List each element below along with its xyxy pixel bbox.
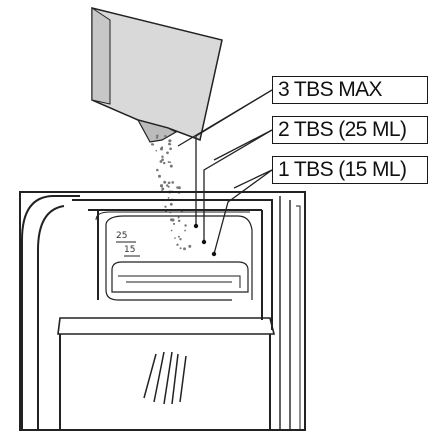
granule	[167, 181, 171, 185]
granule	[167, 161, 170, 163]
leader-25-alt	[213, 129, 273, 161]
label-1-tbs-15ml: 1 TBS (15 ML)	[272, 156, 428, 184]
leader-max	[195, 89, 273, 226]
granule	[176, 243, 179, 246]
granule	[155, 149, 158, 152]
granule	[160, 146, 164, 149]
leader-points	[193, 223, 217, 257]
scoop-icon	[91, 7, 223, 143]
granule	[169, 161, 172, 164]
granule	[188, 244, 192, 248]
granule	[165, 184, 169, 187]
granule	[161, 155, 164, 159]
granule	[159, 184, 164, 188]
granule	[161, 187, 165, 191]
leader-max-alt	[177, 89, 273, 147]
leader-lines	[177, 89, 273, 255]
granule	[164, 134, 167, 138]
granule	[155, 136, 159, 139]
leader-15	[213, 169, 273, 255]
leader-25	[203, 129, 273, 242]
granule	[164, 205, 167, 208]
granule	[183, 247, 186, 251]
scale-mark-25: 25	[116, 231, 128, 241]
granule	[179, 247, 182, 250]
granule	[156, 168, 159, 172]
granule	[168, 139, 172, 143]
granule	[161, 158, 164, 162]
scale-mark-15: 15	[124, 245, 136, 255]
granule	[177, 235, 180, 238]
granule	[162, 161, 166, 165]
granule	[171, 181, 175, 184]
granule	[172, 222, 176, 225]
granule	[184, 224, 187, 227]
granule	[156, 134, 159, 138]
label-3-tbs-max: 3 TBS MAX	[272, 76, 428, 104]
granule	[158, 174, 161, 178]
label-2-tbs-25ml: 2 TBS (25 ML)	[272, 116, 428, 144]
granule	[166, 151, 169, 155]
granule	[169, 147, 172, 151]
granule	[184, 229, 187, 232]
granule	[167, 185, 170, 188]
granule	[177, 216, 180, 219]
granule	[177, 186, 181, 190]
granule	[167, 196, 170, 199]
granule	[159, 160, 163, 163]
granule	[177, 219, 181, 223]
granule	[152, 143, 155, 146]
granule	[171, 218, 175, 222]
granule	[179, 238, 182, 241]
dispenser-drawer-icon	[19, 191, 306, 431]
granule	[169, 202, 173, 206]
granule	[169, 164, 173, 168]
granule	[169, 143, 172, 146]
granule	[170, 229, 173, 232]
leader-15-alt	[233, 169, 273, 189]
granule	[163, 180, 167, 184]
granule	[174, 237, 176, 239]
